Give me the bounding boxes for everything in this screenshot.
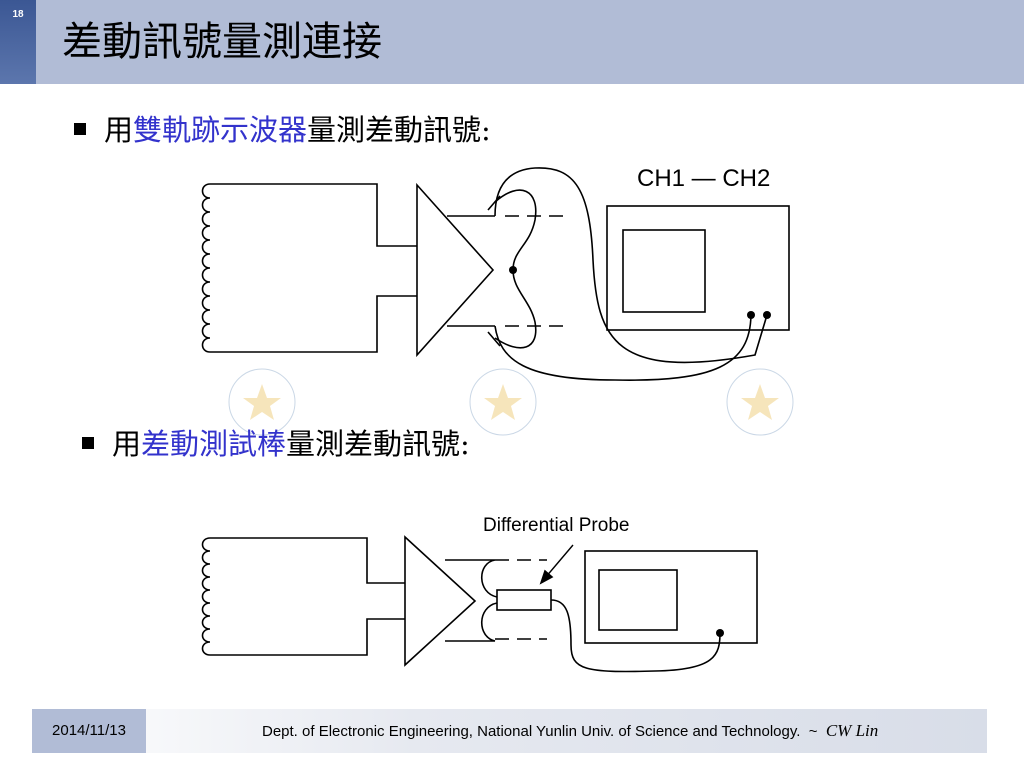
bullet-square-icon [82,437,94,449]
slide-number: 18 [12,9,24,20]
slide-header [0,0,1024,84]
ch2-terminal [763,311,771,319]
bullet-1: 用雙軌跡示波器量測差動訊號: [74,112,491,148]
differential-probe-diagram: Differential Probe [201,515,758,673]
dual-trace-diagram: CH1 — CH2 [201,165,794,436]
source-box-1 [210,183,417,353]
bullet-2: 用差動測試棒量測差動訊號: [82,426,470,462]
footer-dept: Dept. of Electronic Engineering, Nationa… [262,723,801,740]
slide-number-box: 18 [0,0,36,84]
scope-2-terminal [716,629,724,637]
bullet-2-post: 量測差動訊號: [286,427,470,461]
footer-bar [32,709,987,753]
bullet-1-pre: 用 [104,113,134,147]
bullet-1-post: 量測差動訊號: [307,113,491,147]
ch-label: CH1 — CH2 [637,165,770,192]
footer-sep: ~ [808,723,818,740]
footer-date: 2014/11/13 [32,709,146,753]
amplifier-2 [404,535,477,667]
slide-title: 差動訊號量測連接 [62,19,382,65]
footer-text: Dept. of Electronic Engineering, Nationa… [262,709,878,753]
bullet-square-icon [74,123,86,135]
coil-2 [201,537,211,656]
coil-1 [201,183,211,353]
scope-1-screen [622,229,706,313]
watermark-group [228,368,794,436]
scope-2-screen [598,569,678,631]
ground-dot [509,266,517,274]
bullet-2-highlight: 差動測試棒 [141,427,287,461]
ch1-terminal [747,311,755,319]
probe-body [496,589,552,611]
footer-author: CW Lin [825,721,879,740]
bullet-1-highlight: 雙軌跡示波器 [133,113,308,147]
bullet-2-pre: 用 [112,427,142,461]
scope-2 [584,550,758,644]
source-box-2 [210,537,405,656]
probe-label: Differential Probe [483,515,629,536]
scope-1 [606,205,790,331]
amplifier-1 [416,182,495,358]
